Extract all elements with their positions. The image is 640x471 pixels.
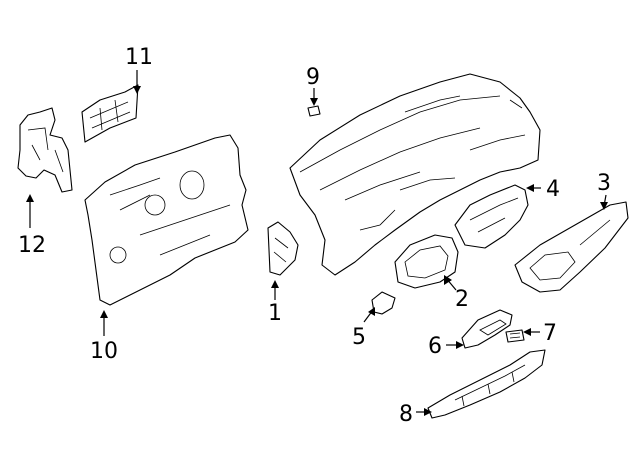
part-3-center-finisher	[514, 201, 629, 293]
arrowhead-5	[368, 307, 375, 316]
arrowhead-3	[600, 202, 608, 210]
arrowhead-12	[26, 194, 34, 202]
arrowhead-9	[310, 98, 318, 106]
part-2-cluster-hood	[394, 234, 459, 289]
part-1-side-trim	[267, 221, 299, 276]
callout-6: 6	[428, 334, 442, 359]
callout-8: 8	[399, 402, 413, 427]
part-4-bracket	[454, 184, 529, 249]
callout-4: 4	[546, 177, 560, 202]
callout-7: 7	[543, 321, 557, 346]
part-5-small-trim	[371, 291, 396, 315]
arrowhead-2	[444, 275, 452, 285]
callout-11: 11	[125, 45, 153, 70]
arrowhead-1	[271, 280, 279, 288]
callout-1: 1	[268, 301, 282, 326]
callout-9: 9	[306, 65, 320, 90]
callout-3: 3	[597, 171, 611, 196]
leader-lines	[26, 70, 608, 416]
part-9-clip	[307, 105, 321, 117]
callout-10: 10	[90, 339, 118, 364]
arrowhead-8	[424, 408, 432, 416]
part-12-side-bracket	[17, 107, 73, 193]
callout-12: 12	[18, 233, 46, 258]
arrowhead-7	[523, 328, 531, 336]
instrument-panel-main	[289, 73, 541, 276]
arrowhead-6	[456, 341, 464, 349]
arrowhead-11	[133, 86, 141, 94]
arrowhead-10	[100, 310, 108, 318]
part-11-panel	[81, 84, 139, 143]
part-6-console-finisher	[461, 309, 513, 349]
callout-5: 5	[352, 325, 366, 350]
part-8-lower-cover	[427, 349, 546, 419]
callout-2: 2	[455, 287, 469, 312]
part-7-switch	[505, 329, 525, 343]
callout-labels: 12 11 10 9 1 2 3 4 5 6 7 8	[18, 45, 611, 427]
part-10-dash-panel	[84, 134, 249, 306]
arrowhead-4	[526, 184, 534, 192]
